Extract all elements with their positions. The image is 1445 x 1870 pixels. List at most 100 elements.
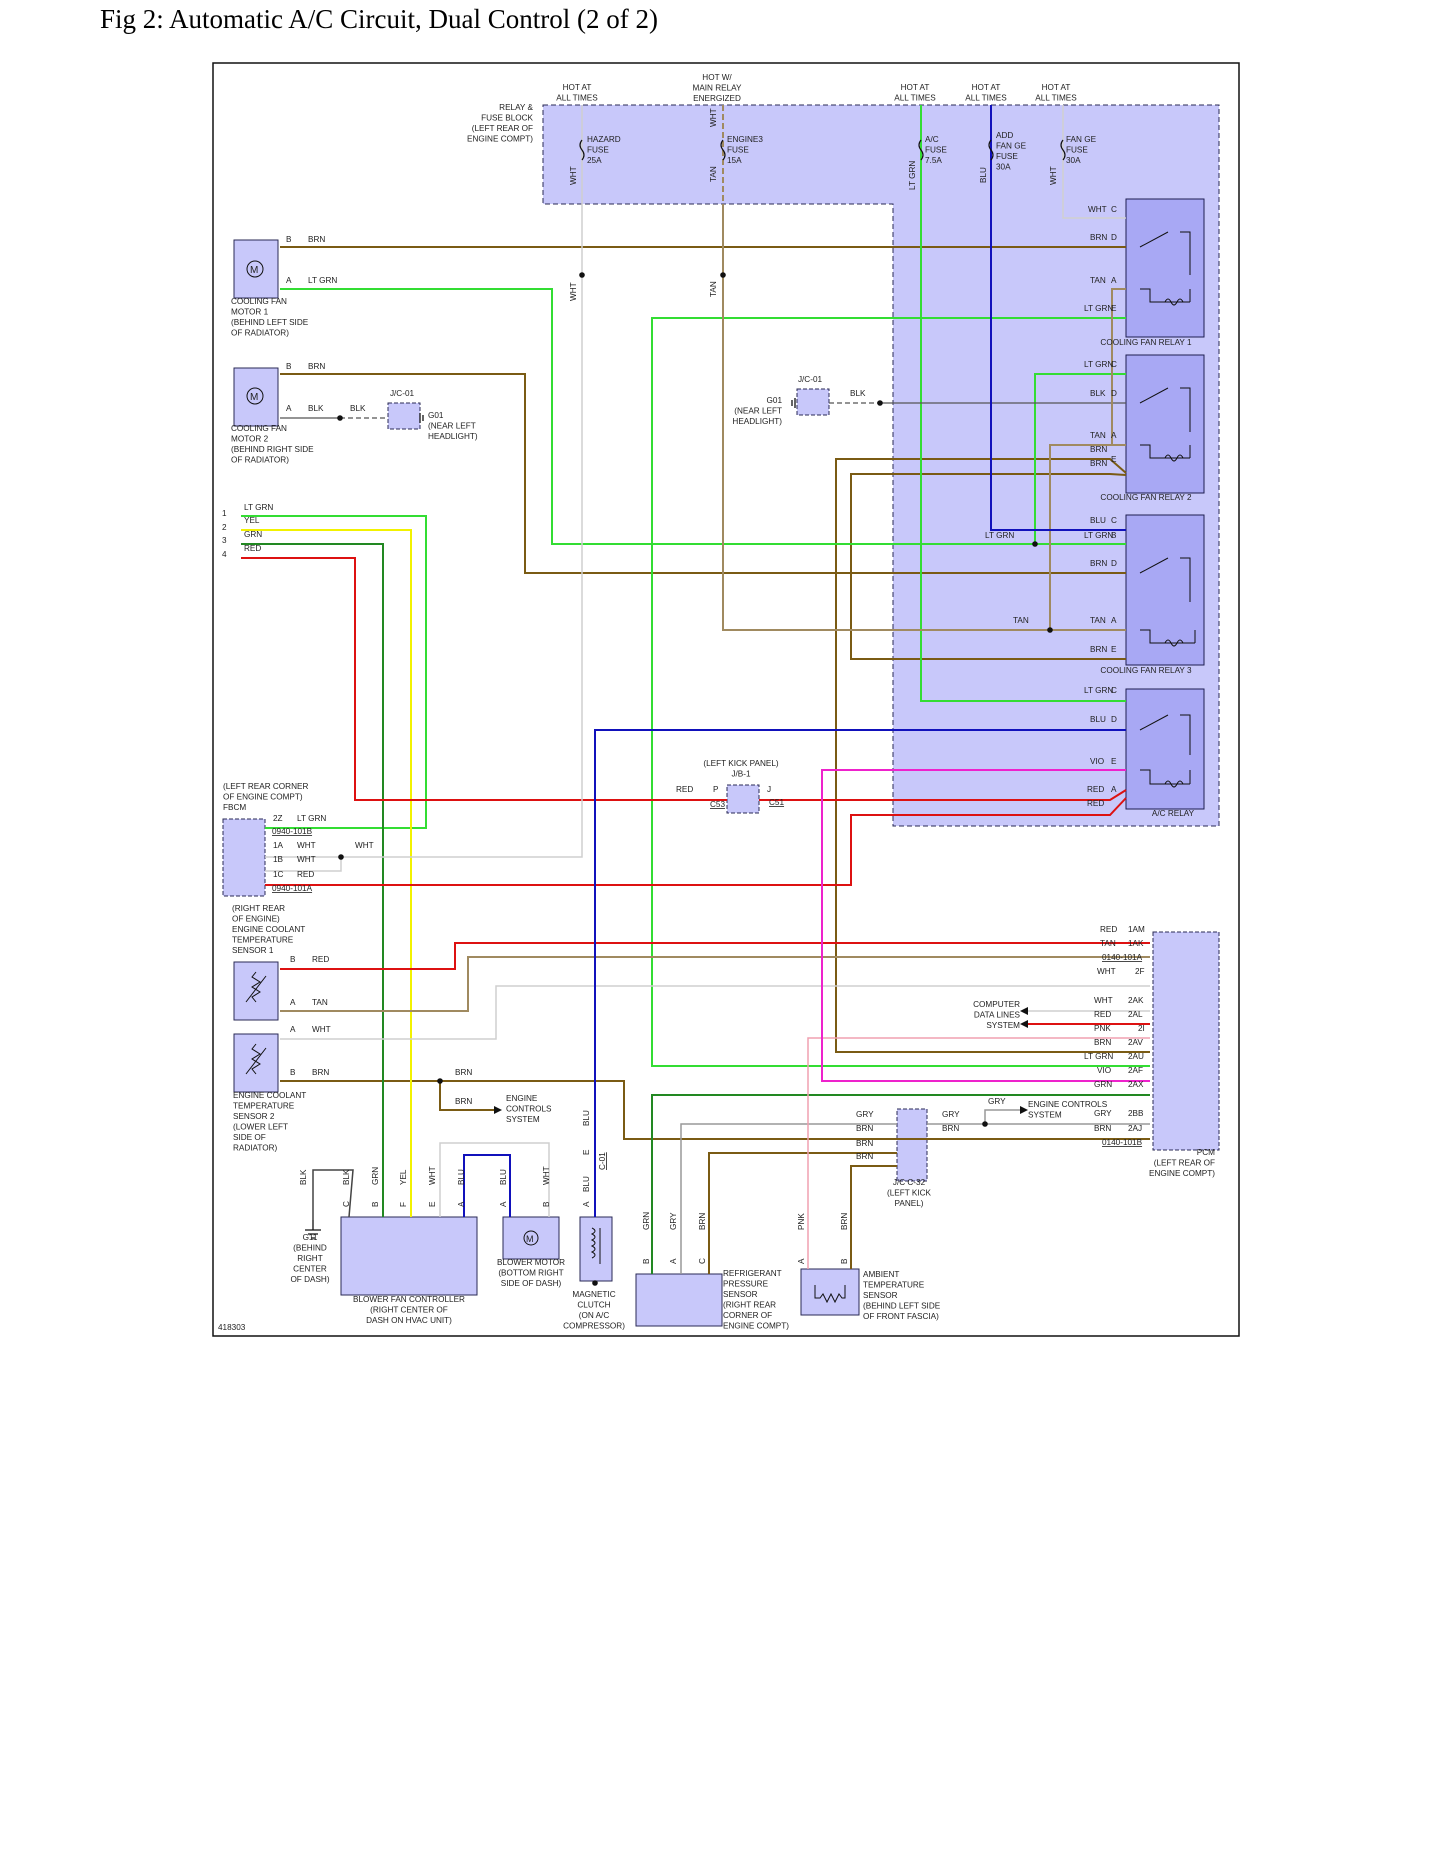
wire-label: A (669, 1258, 678, 1264)
wire-label: A (286, 404, 292, 413)
label-line: HOT AT (901, 83, 930, 92)
label-line: 7.5A (925, 156, 942, 165)
wire-label: WHT (569, 282, 578, 301)
wire-label: 1A (273, 841, 284, 850)
wire-label: BLK (342, 1169, 351, 1185)
label-line: OF RADIATOR) (231, 456, 289, 465)
wire-label: BLU (457, 1169, 466, 1185)
label-line: (LOWER LEFT (233, 1123, 288, 1132)
label-line: PRESSURE (723, 1280, 769, 1289)
label-line: (NEAR LEFT (734, 407, 782, 416)
wire-label: C53 (710, 800, 725, 809)
label-line: MAGNETIC (572, 1290, 615, 1299)
wire-lt-grn (920, 105, 1126, 702)
wire-label: A (582, 1201, 591, 1207)
wire-label: 1 (222, 509, 227, 518)
wire-label: WHT (1097, 967, 1116, 976)
wire-label: C (1111, 360, 1117, 369)
wire-blu (990, 105, 1126, 531)
label-line: ENGINE COMPT) (723, 1322, 789, 1331)
wire-label: 2 (222, 523, 227, 532)
label-line: ALL TIMES (1035, 94, 1077, 103)
label-line: DATA LINES (974, 1011, 1021, 1020)
label-line: ENGINE3 (727, 135, 763, 144)
wire-label: A (290, 1025, 296, 1034)
blower-motor-box (502, 1216, 560, 1260)
label-line: SIDE OF DASH) (501, 1279, 562, 1288)
wire-brn (850, 473, 1127, 660)
wire-label: BLK (299, 1169, 308, 1185)
svg-text:M: M (250, 392, 258, 403)
wire-label: BLK (1090, 389, 1106, 398)
wire-label: A (1111, 276, 1117, 285)
label-line: FAN GE (996, 142, 1027, 151)
wire-label: YEL (244, 516, 260, 525)
wire-label: RED (676, 785, 693, 794)
motor-symbols (246, 260, 539, 1246)
label-line: (BEHIND LEFT SIDE (231, 318, 309, 327)
wire-label: BRN (1094, 1038, 1111, 1047)
wire-label: PNK (1094, 1024, 1111, 1033)
wire-label: TAN (1090, 616, 1106, 625)
label-line: FUSE (1066, 146, 1088, 155)
label-line: BLOWER MOTOR (497, 1258, 565, 1267)
svg-text:M: M (526, 1234, 534, 1244)
wire-tan (722, 204, 1126, 631)
wire-label: PNK (797, 1213, 806, 1230)
label-line: G01 (428, 411, 444, 420)
relay-boxes (1125, 198, 1205, 810)
wire-label: WHT (312, 1025, 331, 1034)
label-line: MAIN RELAY (693, 84, 743, 93)
thermistor-symbols (245, 971, 846, 1304)
label-line: (LEFT REAR OF (472, 124, 533, 133)
wire-label: BRN (1090, 445, 1107, 454)
label-line: 30A (1066, 156, 1081, 165)
wire-label: 0140-101A (1102, 953, 1143, 962)
wire-label: BRN (1090, 459, 1107, 468)
label-line: REFRIGERANT (723, 1269, 782, 1278)
wire-label: E (582, 1149, 591, 1155)
label-line: (RIGHT CENTER OF (370, 1306, 448, 1315)
ect-sensor-1-box (233, 961, 279, 1021)
wire-label: GRY (856, 1110, 874, 1119)
wires (241, 105, 1150, 1274)
wire-brn (850, 1165, 897, 1269)
hazard-fuse-icon (579, 139, 585, 161)
label-line: (NEAR LEFT (428, 422, 476, 431)
wire-label: B (290, 1068, 296, 1077)
wire-label: B (840, 1258, 849, 1264)
label-line: FAN GE (1066, 135, 1097, 144)
label-line: (RIGHT REAR (232, 904, 285, 913)
splice-dots (337, 272, 1053, 1286)
wire-label: WHT (355, 841, 374, 850)
wire-label: BLK (850, 389, 866, 398)
label-line: SENSOR 1 (232, 946, 274, 955)
cooling-fan-relay-2-box (1125, 354, 1205, 494)
wire-label: 2AV (1128, 1038, 1143, 1047)
blower-fan-controller-box (340, 1216, 478, 1296)
label-line: (BEHIND RIGHT SIDE (231, 445, 314, 454)
wire-tan (280, 956, 1150, 1012)
wire-label: A (1111, 431, 1117, 440)
wire-label: C (1111, 205, 1117, 214)
wire-label: C (698, 1258, 707, 1264)
arrows (494, 1007, 1028, 1114)
label-line: ENGINE COOLANT (232, 925, 305, 934)
wire-label: B (286, 362, 292, 371)
label-line: HOT AT (563, 83, 592, 92)
label-line: RIGHT (297, 1254, 322, 1263)
diagram-id: 418303 (218, 1323, 246, 1332)
label-line: BLOWER FAN CONTROLLER (353, 1295, 465, 1304)
